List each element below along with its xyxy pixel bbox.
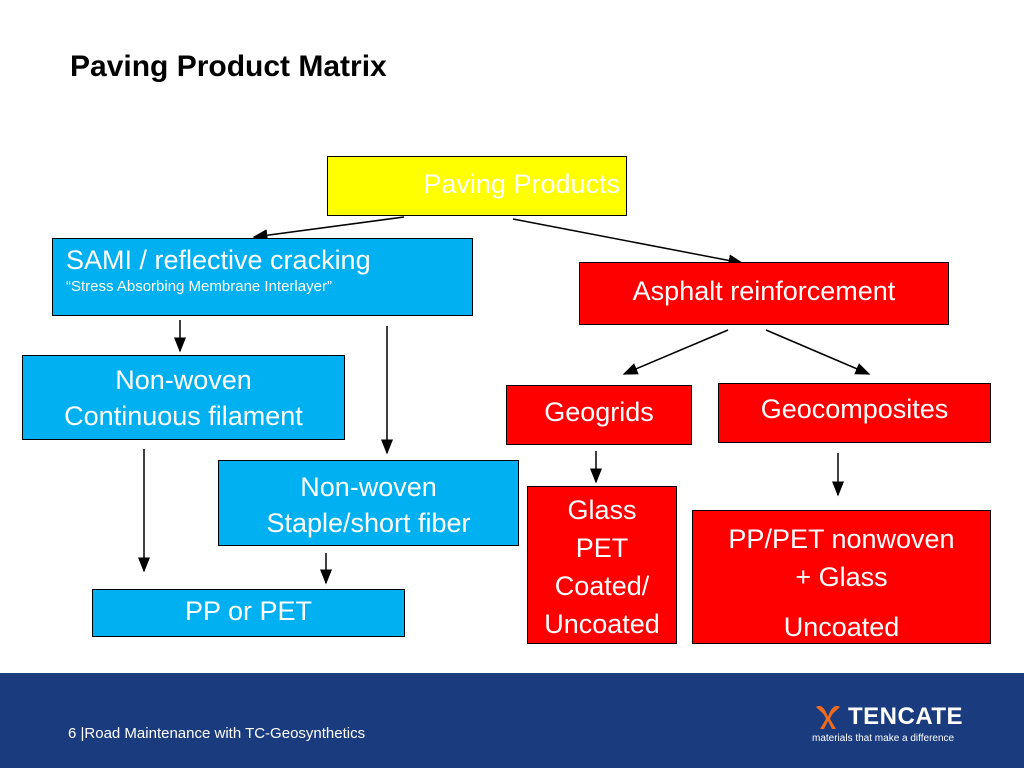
tencate-logo-icon bbox=[816, 705, 840, 729]
asphalt-reinforcement-box: Asphalt reinforcement bbox=[579, 262, 949, 325]
geogrids-label: Geogrids bbox=[544, 397, 654, 427]
tencate-logo-wordmark: TENCATE bbox=[848, 703, 964, 730]
nonwoven-staple-line1: Non-woven bbox=[300, 472, 437, 502]
pppet-nonwoven-line3: Uncoated bbox=[783, 612, 900, 642]
sami-title: SAMI / reflective cracking bbox=[66, 245, 371, 275]
asphalt-reinforcement-label: Asphalt reinforcement bbox=[632, 276, 896, 306]
geogrids-box: Geogrids bbox=[506, 385, 692, 445]
page-title: Paving Product Matrix bbox=[70, 50, 387, 83]
paving-products-label: Paving Products bbox=[423, 169, 620, 199]
footer-bar: 6 |Road Maintenance with TC-Geosynthetic… bbox=[0, 673, 1024, 768]
tencate-logo: TENCATE materials that make a difference bbox=[812, 703, 982, 747]
footer-text: 6 |Road Maintenance with TC-Geosynthetic… bbox=[68, 725, 366, 742]
pppet-nonwoven-line2: + Glass bbox=[795, 562, 888, 592]
glass-pet-line2: PET bbox=[575, 533, 629, 563]
geocomposites-label: Geocomposites bbox=[760, 394, 949, 424]
arrow-asphalt-to-geocomposites bbox=[765, 329, 871, 375]
geocomposites-box: Geocomposites bbox=[718, 383, 991, 443]
pp-or-pet-label: PP or PET bbox=[184, 596, 313, 626]
nonwoven-continuous-box: Non-woven Continuous filament bbox=[22, 355, 345, 440]
sami-box: SAMI / reflective cracking “Stress Absor… bbox=[52, 238, 473, 316]
glass-pet-line4: Uncoated bbox=[544, 609, 660, 639]
nonwoven-staple-line2: Staple/short fiber bbox=[266, 508, 471, 538]
nonwoven-continuous-line2: Continuous filament bbox=[64, 401, 303, 431]
arrow-asphalt-to-geogrids bbox=[622, 329, 729, 375]
connector-arrows bbox=[138, 216, 871, 585]
pppet-nonwoven-box: PP/PET nonwoven + Glass Uncoated bbox=[692, 510, 991, 644]
glass-pet-box: Glass PET Coated/ Uncoated bbox=[527, 486, 677, 644]
nonwoven-continuous-line1: Non-woven bbox=[115, 365, 252, 395]
pppet-nonwoven-line1: PP/PET nonwoven bbox=[728, 524, 955, 554]
tencate-logo-tagline: materials that make a difference bbox=[812, 733, 955, 744]
paving-products-box: Paving Products bbox=[327, 156, 627, 216]
glass-pet-line3: Coated/ bbox=[554, 571, 650, 601]
arrow-paving-to-asphalt bbox=[512, 218, 744, 267]
sami-subtitle: “Stress Absorbing Membrane Interlayer” bbox=[66, 278, 332, 295]
nonwoven-staple-box: Non-woven Staple/short fiber bbox=[218, 460, 519, 546]
arrow-paving-to-sami bbox=[252, 216, 405, 242]
glass-pet-line1: Glass bbox=[567, 495, 637, 525]
pp-or-pet-box: PP or PET bbox=[92, 589, 405, 637]
